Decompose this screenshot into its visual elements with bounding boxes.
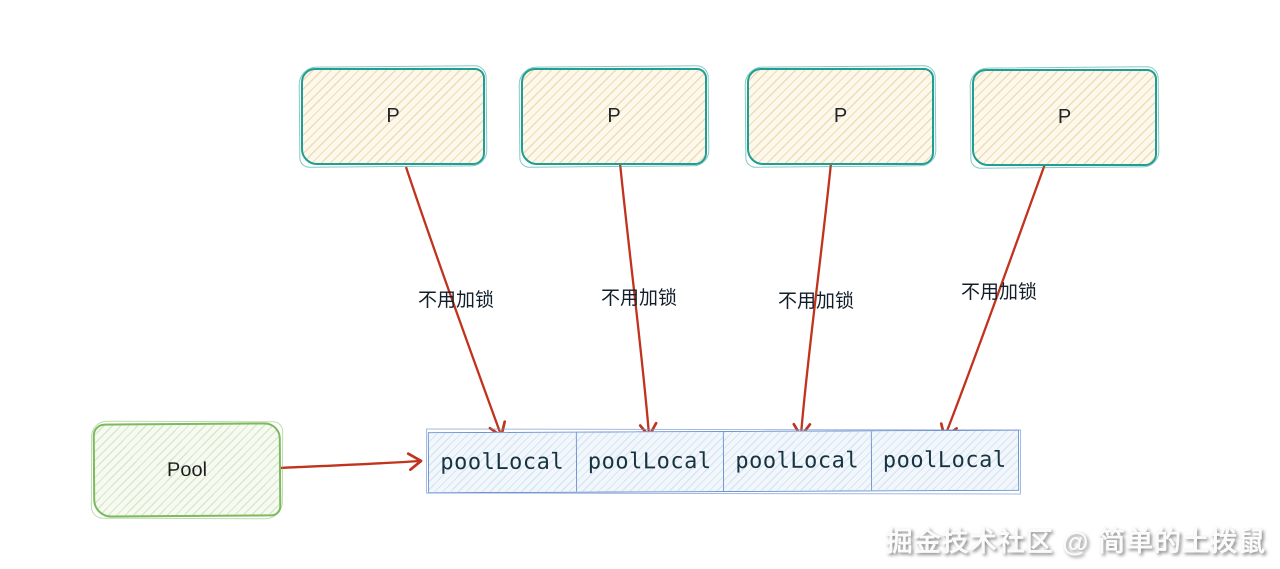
p-box-3: P	[747, 68, 934, 165]
pool-box: Pool	[92, 422, 282, 518]
p-box-1-label: P	[386, 105, 400, 127]
p-box-3-label: P	[833, 105, 848, 127]
poollocal-cell-1: poolLocal	[428, 432, 577, 493]
arrow-pool-to-row	[277, 452, 423, 472]
arrow-label-no-lock-1: 不用加锁	[418, 290, 495, 311]
arrow-label-no-lock-3: 不用加锁	[778, 291, 855, 312]
p-box-2: P	[521, 68, 707, 165]
poollocal-row: poolLocal poolLocal poolLocal poolLocal	[427, 429, 1020, 494]
watermark-text: 掘金技术社区 @ 简单的土拨鼠	[885, 527, 1266, 557]
p-box-2-label: P	[607, 105, 621, 127]
p-box-1: P	[301, 68, 485, 165]
poollocal-cell-3: poolLocal	[723, 431, 872, 491]
arrow-label-no-lock-4: 不用加锁	[961, 282, 1038, 303]
poollocal-cell-4: poolLocal	[871, 430, 1019, 491]
p-box-4: P	[972, 69, 1157, 166]
p-box-4-label: P	[1057, 106, 1072, 128]
pool-box-label: Pool	[166, 458, 208, 481]
poollocal-cell-2: poolLocal	[576, 431, 725, 492]
arrow-label-no-lock-2: 不用加锁	[601, 288, 678, 309]
